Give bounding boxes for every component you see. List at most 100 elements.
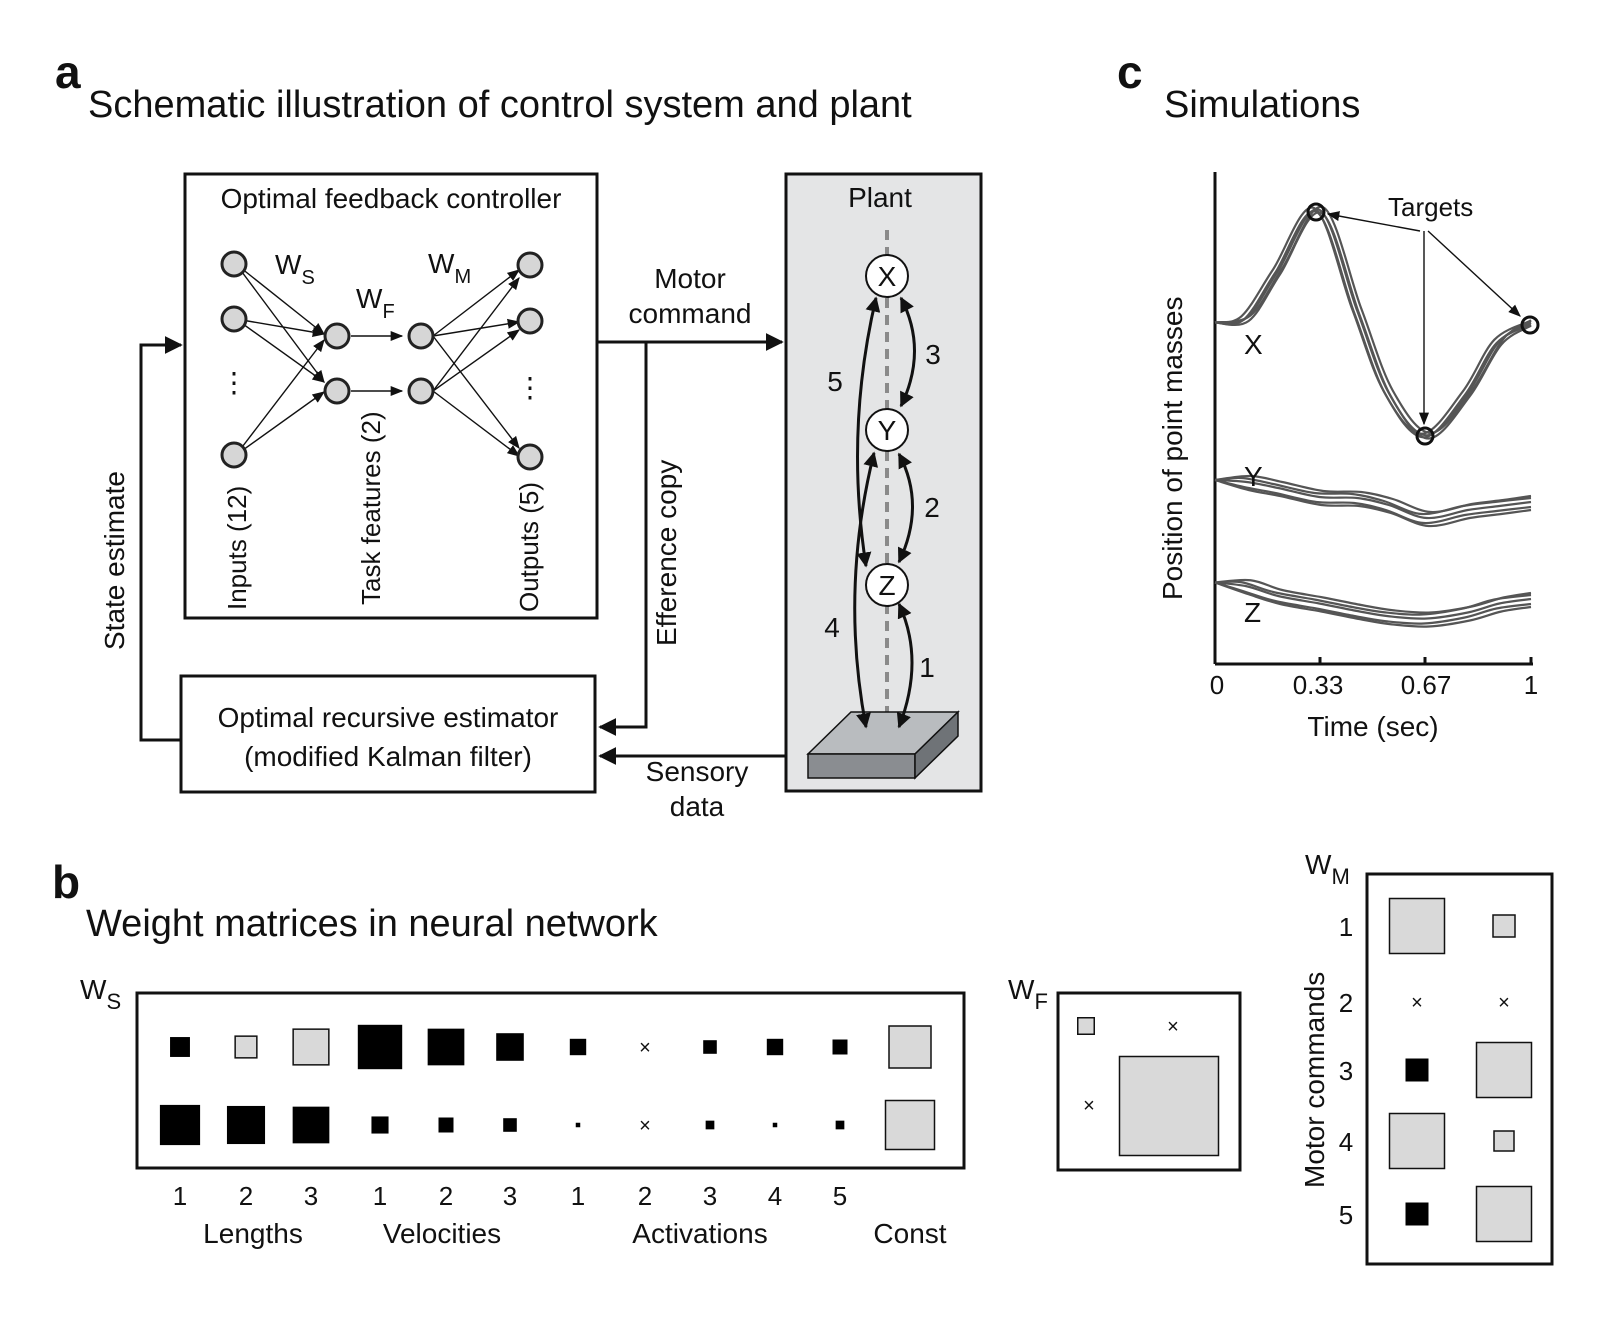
weight-negative-square: [1405, 1058, 1429, 1082]
trace-z: [1214, 581, 1532, 620]
trace-x: [1214, 205, 1532, 435]
ws-cells: ××: [159, 1024, 936, 1151]
input-node: [220, 305, 248, 333]
estimator-box: Optimal recursive estimator (modified Ka…: [179, 674, 597, 794]
plant-base: [806, 710, 960, 780]
weight-positive-square: [884, 1099, 936, 1151]
state-estimate-arrow: [139, 336, 183, 742]
task-features-label: Task features (2): [356, 411, 386, 605]
weight-negative-square: [438, 1117, 454, 1133]
weight-negative-square: [170, 1037, 190, 1057]
spring-number: 4: [824, 612, 840, 643]
trace-y: [1214, 478, 1532, 525]
mass-x-label: X: [878, 261, 897, 292]
wf-matrix-label: WF: [1008, 974, 1048, 1014]
trace-y: [1214, 478, 1532, 520]
wf-cells: ××: [1077, 1016, 1220, 1157]
trace-z: [1214, 580, 1532, 616]
weight-positive-square: [1077, 1017, 1095, 1035]
wm-row-number: 2: [1339, 988, 1353, 1018]
plant-masses: X Y Z: [865, 254, 909, 607]
weight-positive-square: [1492, 914, 1516, 938]
trace-y: [1214, 478, 1532, 528]
ws-column-number: 2: [239, 1181, 253, 1211]
weight-positive-square: [1475, 1185, 1533, 1243]
weight-negative-square: [766, 1038, 784, 1056]
wm-row-number: 4: [1339, 1127, 1353, 1157]
weight-negative-square: [772, 1122, 778, 1128]
trace-y: [1214, 476, 1532, 516]
ws-column-number: 3: [703, 1181, 717, 1211]
target-marker: [1306, 202, 1326, 222]
input-nodes: [220, 250, 248, 469]
panel-a: a Schematic illustration of control syst…: [55, 46, 983, 822]
input-node: [220, 441, 248, 469]
x-tick-label: 0.67: [1401, 670, 1452, 700]
feature-node: [407, 322, 435, 350]
wm-label: WM: [428, 248, 471, 288]
target-marker: [1415, 426, 1435, 446]
ws-frame: [135, 991, 966, 1170]
output-nodes: [516, 251, 544, 471]
panel-b: b Weight matrices in neural network WS ×…: [52, 849, 1554, 1266]
panel-c-title: Simulations: [1164, 84, 1360, 126]
trace-x: [1214, 211, 1532, 440]
wm-matrix-label: WM: [1305, 849, 1350, 889]
weight-positive-square: [1118, 1055, 1220, 1157]
ws-column-number: 5: [833, 1181, 847, 1211]
mass-y-label: Y: [878, 415, 897, 446]
target-arrows: [1326, 211, 1521, 426]
weight-negative-square: [835, 1120, 845, 1130]
panel-b-letter: b: [52, 856, 80, 908]
input-node: [220, 250, 248, 278]
weight-negative-square: [503, 1118, 517, 1132]
spring-2: [897, 452, 914, 564]
weight-negative-square: [1405, 1202, 1429, 1226]
outputs-label: Outputs (5): [514, 482, 544, 612]
weight-positive-square: [234, 1035, 258, 1059]
sensory-data-line2: data: [670, 791, 725, 822]
state-estimate-label: State estimate: [99, 471, 130, 650]
spring-1: [896, 602, 914, 729]
ws-column-number: 2: [439, 1181, 453, 1211]
sensory-data-line1: Sensory: [646, 756, 749, 787]
weight-negative-square: [575, 1122, 581, 1128]
estimator-line1: Optimal recursive estimator: [218, 702, 559, 733]
weight-positive-square: [292, 1028, 330, 1066]
weight-positive-square: [888, 1025, 932, 1069]
panel-a-letter: a: [55, 46, 81, 98]
mass-z: [865, 563, 909, 607]
weight-zero-mark: ×: [1167, 1016, 1179, 1038]
weight-negative-square: [427, 1028, 465, 1066]
inputs-label: Inputs (12): [222, 486, 252, 610]
wm-frame: [1365, 872, 1554, 1266]
weight-positive-square: [1475, 1041, 1533, 1099]
wm-row-number: 3: [1339, 1056, 1353, 1086]
weight-zero-mark: ×: [1083, 1095, 1095, 1117]
ws-column-number: 3: [503, 1181, 517, 1211]
weight-negative-square: [357, 1024, 403, 1070]
trace-label-x: X: [1244, 329, 1263, 360]
trace-z: [1214, 581, 1532, 625]
spring-number: 1: [919, 652, 935, 683]
group-label-activations: Activations: [632, 1218, 767, 1249]
weight-negative-square: [705, 1120, 715, 1130]
estimator-line2: (modified Kalman filter): [244, 741, 532, 772]
trace-x: [1214, 208, 1532, 437]
spring-number: 3: [925, 339, 941, 370]
panel-b-title: Weight matrices in neural network: [86, 903, 659, 945]
weight-negative-square: [292, 1106, 330, 1144]
motor-command-line2: command: [629, 298, 752, 329]
panel-a-title: Schematic illustration of control system…: [88, 84, 912, 126]
plant-box: Plant X Y Z: [784, 172, 983, 793]
trace-x: [1214, 206, 1532, 435]
group-label-lengths: Lengths: [203, 1218, 303, 1249]
weight-zero-mark: ×: [639, 1037, 651, 1059]
ws-column-number: 1: [571, 1181, 585, 1211]
output-node: [516, 251, 544, 279]
ws-column-number: 4: [768, 1181, 782, 1211]
weight-zero-mark: ×: [1498, 992, 1510, 1014]
mass-x: [865, 254, 909, 298]
